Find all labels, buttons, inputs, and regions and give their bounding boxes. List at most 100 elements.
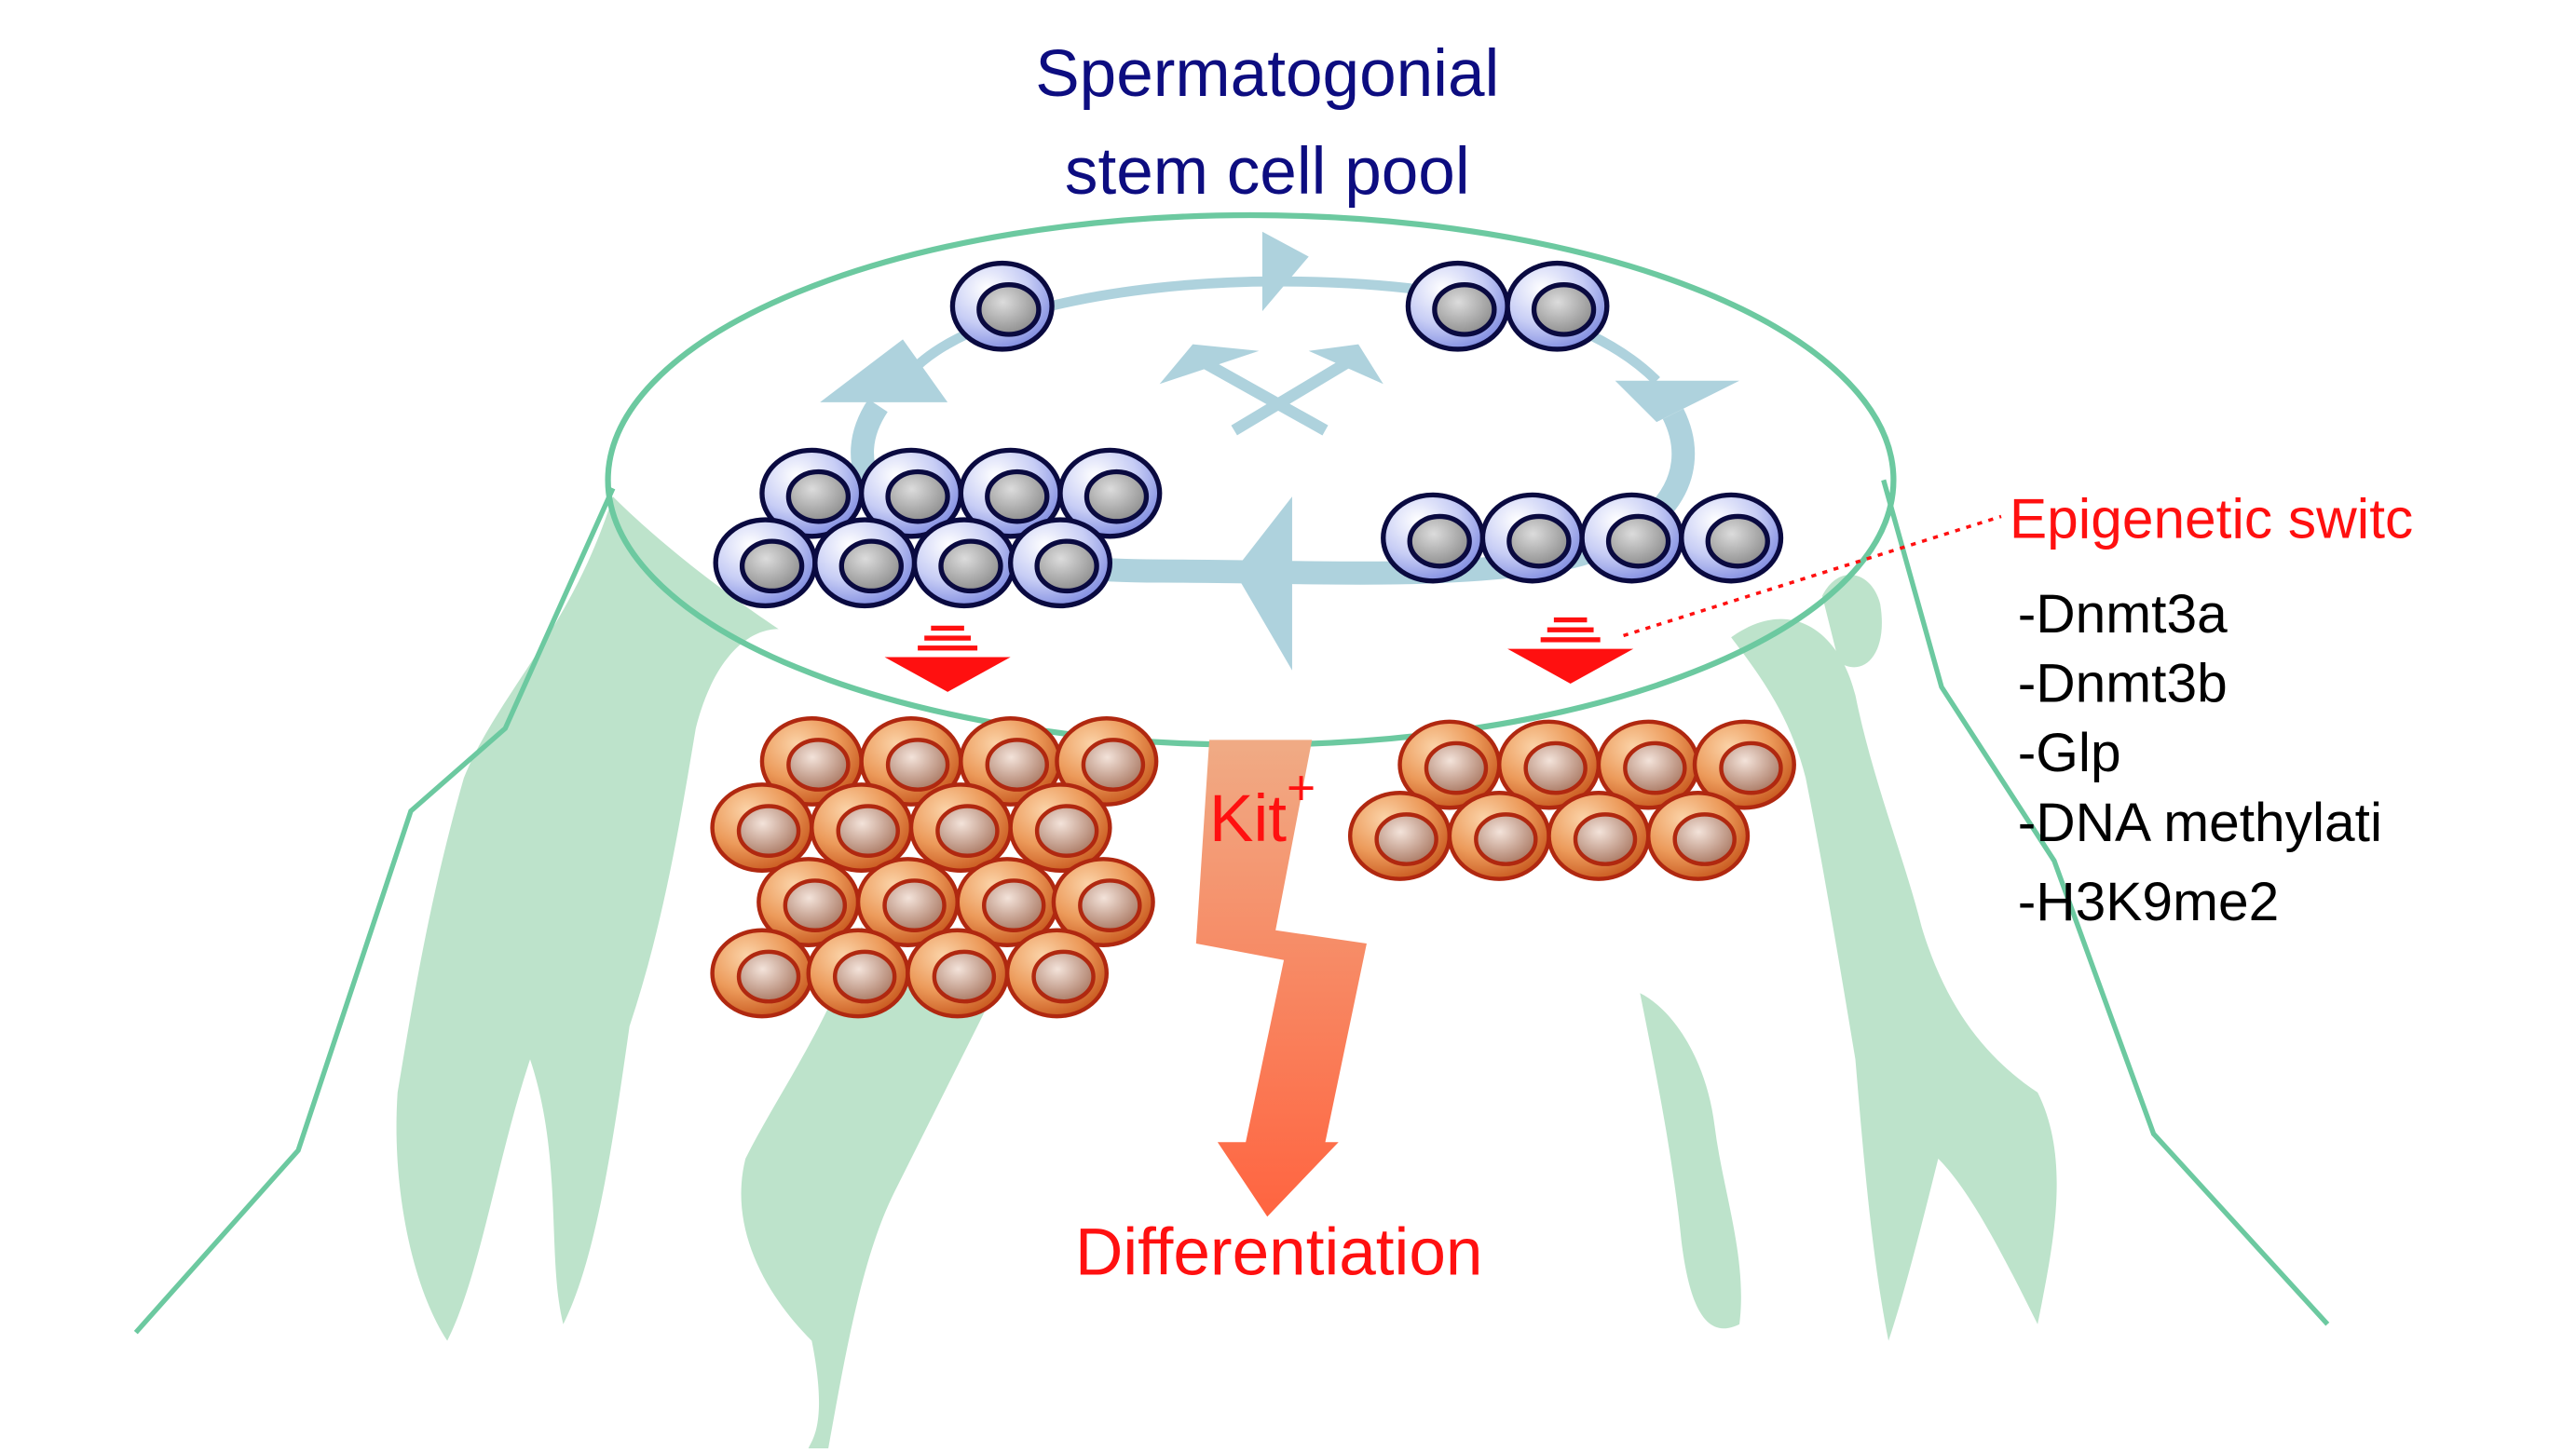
cell-nucleus bbox=[976, 282, 1042, 337]
cell-nucleus bbox=[985, 468, 1050, 524]
differentiation-label: Differentiation bbox=[1075, 1215, 1482, 1289]
cell-nucleus bbox=[1605, 513, 1671, 569]
tissue-shape-center-right bbox=[1640, 993, 1741, 1329]
differentiation-arrow bbox=[1195, 740, 1367, 1217]
cell-nucleus bbox=[1374, 812, 1438, 866]
kit-positive-cell bbox=[906, 928, 1010, 1019]
cycle-arrowhead-top bbox=[1261, 231, 1309, 312]
stem-cell bbox=[949, 260, 1055, 352]
cell-nucleus bbox=[981, 878, 1046, 932]
stem-cell bbox=[1579, 492, 1684, 584]
kit-positive-cell bbox=[959, 716, 1063, 807]
stem-cell bbox=[713, 517, 818, 609]
cell-nucleus bbox=[1474, 812, 1538, 866]
transition-arrow-right bbox=[1507, 617, 1634, 684]
arrow-head bbox=[884, 657, 1011, 692]
cell-nucleus bbox=[1506, 513, 1572, 569]
kit-positive-cell bbox=[908, 782, 1013, 873]
kit-positive-cell bbox=[1347, 791, 1452, 881]
epigenetic-factor-list: -Dnmt3a -Dnmt3b -Glp -DNA methylati -H3K… bbox=[2018, 584, 2382, 932]
kit-positive-cell bbox=[1596, 719, 1700, 810]
kit-positive-cell bbox=[1008, 782, 1112, 873]
cell-nucleus bbox=[885, 738, 950, 792]
kit-positive-cell bbox=[1692, 719, 1796, 810]
kit-positive-cell bbox=[1646, 791, 1751, 881]
stem-cell bbox=[1381, 492, 1486, 584]
cell-nucleus bbox=[785, 468, 852, 524]
title-line-2: stem cell pool bbox=[1065, 135, 1470, 209]
arrow-head bbox=[1507, 648, 1634, 684]
stem-cell bbox=[1479, 492, 1585, 584]
stem-cell bbox=[911, 517, 1016, 609]
cell-nucleus bbox=[1531, 282, 1597, 337]
right-clip-mask bbox=[2487, 0, 2576, 1448]
kit-positive-cell bbox=[1051, 857, 1155, 947]
epigenetic-factor: -DNA methylati bbox=[2018, 793, 2382, 853]
cell-nucleus bbox=[938, 538, 1003, 594]
kit-positive-cell bbox=[759, 716, 864, 807]
cell-nucleus bbox=[1705, 513, 1770, 569]
cell-nucleus bbox=[1031, 949, 1096, 1004]
cell-nucleus bbox=[1672, 812, 1737, 866]
epigenetic-factor: -Glp bbox=[2018, 723, 2121, 783]
kit-positive-cell bbox=[1547, 791, 1651, 881]
arrow-stripe bbox=[924, 635, 971, 641]
epigenetic-factor: -H3K9me2 bbox=[2018, 872, 2279, 932]
kit-positive-cells bbox=[710, 716, 1796, 1019]
stem-cells bbox=[713, 260, 1784, 609]
cell-nucleus bbox=[885, 468, 950, 524]
stem-cell bbox=[958, 447, 1063, 539]
cell-nucleus bbox=[985, 738, 1050, 792]
branch-left-stem bbox=[1198, 355, 1329, 436]
stem-cell bbox=[1679, 492, 1784, 584]
kit-positive-cell bbox=[1055, 716, 1159, 807]
epigenetic-factor: -Dnmt3b bbox=[2018, 654, 2228, 714]
cell-nucleus bbox=[736, 949, 801, 1004]
kit-positive-cell bbox=[1397, 719, 1502, 810]
cell-nucleus bbox=[882, 878, 947, 932]
kit-positive-cell bbox=[710, 782, 814, 873]
tissue-shape-center-left bbox=[741, 927, 994, 1448]
arrow-stripe bbox=[1547, 627, 1594, 632]
transition-arrow-left bbox=[884, 625, 1011, 692]
title-line-1: Spermatogonial bbox=[1035, 37, 1499, 111]
branch-right-stem bbox=[1231, 356, 1354, 436]
cell-nucleus bbox=[1081, 738, 1146, 792]
tissue-shape-upper-right bbox=[1821, 575, 1882, 668]
cell-nucleus bbox=[1573, 812, 1638, 866]
kit-positive-cell bbox=[806, 928, 910, 1019]
cell-nucleus bbox=[1424, 740, 1489, 795]
stem-cell bbox=[1405, 260, 1510, 352]
cell-nucleus bbox=[935, 804, 1000, 859]
cycle-arrowhead-left bbox=[820, 339, 948, 402]
cell-nucleus bbox=[739, 538, 805, 594]
tubule-outline-right bbox=[1881, 479, 2330, 1326]
arrow-stripe bbox=[1540, 637, 1601, 643]
self-renewal-cycle bbox=[820, 231, 1740, 671]
kit-label-text: Kit bbox=[1209, 782, 1287, 856]
cell-nucleus bbox=[1432, 282, 1497, 337]
tissue-shape-left bbox=[396, 496, 779, 1341]
kit-positive-cell bbox=[810, 782, 914, 873]
stem-cell bbox=[858, 447, 963, 539]
cycle-arrowhead-right bbox=[1615, 380, 1740, 423]
cell-nucleus bbox=[836, 804, 900, 859]
cell-nucleus bbox=[1719, 740, 1783, 795]
cell-nucleus bbox=[786, 738, 851, 792]
cell-nucleus bbox=[1407, 513, 1472, 569]
kit-positive-cell bbox=[1496, 719, 1601, 810]
cell-nucleus bbox=[1078, 878, 1142, 932]
arrow-stripe bbox=[1553, 617, 1588, 623]
cell-nucleus bbox=[932, 949, 997, 1004]
kit-label-superscript: + bbox=[1287, 761, 1315, 816]
arrow-stripe bbox=[931, 625, 964, 631]
tissue-shape-right bbox=[1731, 618, 2057, 1341]
kit-positive-cell bbox=[955, 857, 1059, 947]
cell-nucleus bbox=[1034, 804, 1099, 859]
tissue-background bbox=[396, 496, 2057, 1448]
cycle-arrowhead-bottom bbox=[1233, 496, 1292, 671]
stem-cell bbox=[812, 517, 918, 609]
kit-positive-cell bbox=[855, 857, 960, 947]
stem-cell bbox=[1505, 260, 1610, 352]
